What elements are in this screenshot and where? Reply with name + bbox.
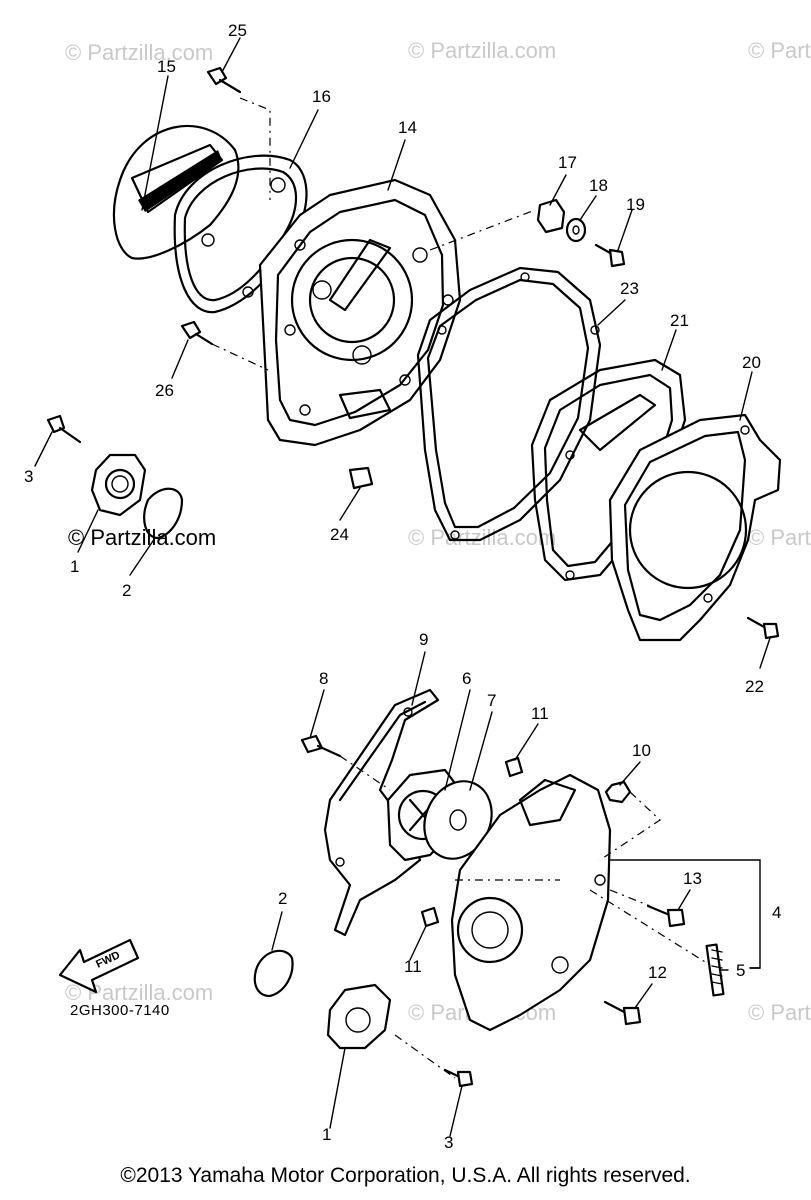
callout-11-top: 11: [531, 704, 549, 723]
watermark: © Partzilla.com: [408, 38, 556, 63]
callout-10: 10: [632, 741, 651, 760]
callout-1-upper: 1: [70, 557, 79, 576]
callout-20: 20: [742, 353, 761, 372]
callout-14: 14: [398, 118, 417, 137]
callout-2-lower: 2: [278, 889, 287, 908]
part-1-upper-cover: [90, 453, 147, 517]
part-14-main-cover: [258, 178, 462, 447]
callout-8: 8: [319, 669, 328, 688]
part-15-cover-plate: [112, 125, 240, 260]
part-26-bolt: [180, 320, 214, 346]
leader-lines-lower: [271, 651, 761, 1137]
watermark: © Partzilla.com: [748, 38, 811, 63]
callout-11-bottom: 11: [404, 957, 422, 976]
part-4-lower-cover: [450, 773, 612, 1032]
callout-9: 9: [419, 630, 428, 649]
watermark: © Partzilla.com: [748, 1000, 811, 1025]
callout-numbers: 25 15 16 14 17 18 19 23 21 20 26 3 1 2 2…: [24, 21, 781, 1152]
callout-12: 12: [648, 963, 667, 982]
part-17-nut: [536, 198, 566, 234]
part-22-bolt: [746, 616, 780, 640]
callout-1-lower: 1: [322, 1125, 331, 1144]
callout-19: 19: [626, 195, 645, 214]
watermark-layer: © Partzilla.com © Partzilla.com © Partzi…: [65, 38, 811, 1025]
part-10-nut: [604, 780, 632, 804]
part-25-bolt: [206, 66, 242, 94]
callout-7: 7: [487, 691, 496, 710]
callout-15: 15: [157, 57, 176, 76]
callout-5: 5: [736, 961, 745, 980]
callout-4: 4: [772, 903, 781, 922]
part-8-bolt: [300, 734, 342, 758]
part-12-bolt: [603, 1000, 642, 1026]
watermark: © Partzilla.com: [408, 525, 556, 550]
part-11-dowel-top: [504, 756, 524, 778]
callout-17: 17: [558, 153, 577, 172]
callout-23: 23: [620, 279, 639, 298]
callout-22: 22: [745, 677, 764, 696]
watermark: © Partzilla.com: [748, 525, 811, 550]
callout-3-upper: 3: [24, 467, 33, 486]
part-24-dowel: [348, 466, 374, 490]
part-18-washer: [565, 217, 587, 243]
callout-16: 16: [312, 87, 331, 106]
diagram-part-code: 2GH300-7140: [70, 1002, 170, 1019]
part-3-upper-bolt: [46, 414, 82, 444]
callout-25: 25: [228, 21, 247, 40]
callout-18: 18: [589, 176, 608, 195]
callout-24: 24: [330, 525, 349, 544]
part-2-lower-gasket: [253, 949, 294, 998]
copyright-notice: ©2013 Yamaha Motor Corporation, U.S.A. A…: [120, 1164, 691, 1187]
callout-2-upper: 2: [122, 581, 131, 600]
part-19-bolt: [594, 243, 626, 268]
leader-lines-upper: [34, 37, 771, 669]
part-23-gasket: [416, 266, 602, 542]
callout-6: 6: [462, 669, 471, 688]
part-3-lower-bolt: [443, 1068, 474, 1088]
part-2-upper-gasket: [143, 487, 184, 540]
watermark-dark: © Partzilla.com: [68, 525, 216, 550]
callout-3-lower: 3: [444, 1133, 453, 1152]
part-9-gasket: [323, 688, 440, 937]
callout-13: 13: [683, 869, 702, 888]
fwd-arrow-icon: FWD: [58, 938, 140, 994]
part-20-rear-cover: [608, 413, 782, 642]
part-11-dowel-bottom: [420, 906, 440, 928]
part-1-lower-cover: [326, 983, 392, 1050]
callout-21: 21: [670, 311, 689, 330]
watermark: © Partzilla.com: [65, 40, 213, 65]
callout-26: 26: [155, 381, 174, 400]
